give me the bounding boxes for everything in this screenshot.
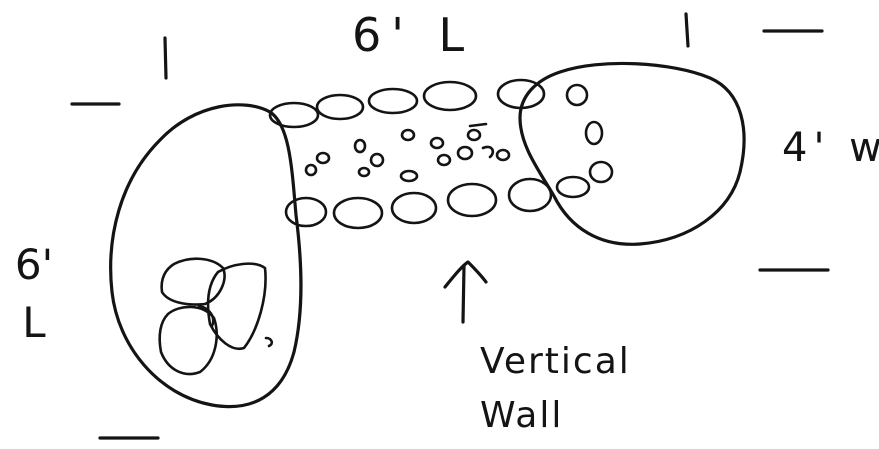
pebble <box>456 145 474 161</box>
pebble-mark <box>264 336 274 348</box>
stone <box>390 191 438 225</box>
pebble <box>353 138 367 154</box>
right-width-label: 4' w <box>782 125 879 171</box>
stone <box>268 101 320 129</box>
stone <box>507 177 553 213</box>
rock-outline <box>158 305 218 376</box>
right-shape-outline <box>518 61 746 246</box>
arrow-shaft <box>461 264 466 324</box>
stone <box>565 83 589 107</box>
rock-outline <box>197 304 215 328</box>
left-shape-outline <box>109 103 303 409</box>
pebble <box>400 128 416 142</box>
pebble <box>466 128 482 142</box>
up-arrow <box>443 260 488 324</box>
stone <box>588 160 614 184</box>
pebble <box>495 148 511 162</box>
stone <box>367 87 419 115</box>
tick-top-left <box>163 36 168 80</box>
tick-top-right <box>684 12 690 48</box>
pebble-mark <box>468 122 488 128</box>
rock-outline <box>206 262 267 351</box>
stone <box>496 78 546 110</box>
pebble-mark <box>481 145 495 159</box>
pebble <box>304 163 318 177</box>
top-length-label: 6' L <box>352 8 475 62</box>
pebble <box>584 120 604 146</box>
vertical-wall-note: Vertical Wall <box>480 341 631 436</box>
pebble <box>399 169 419 183</box>
dimension-marks <box>70 12 830 440</box>
stone <box>332 196 384 230</box>
arrow-head <box>443 260 488 289</box>
stone <box>284 196 328 228</box>
left-length-label: 6' L <box>14 240 54 347</box>
rock-outline <box>160 257 226 306</box>
pebble <box>315 151 331 165</box>
pebble <box>357 166 371 178</box>
left-rock-cluster <box>158 257 274 376</box>
stone <box>315 93 365 121</box>
stone <box>422 80 478 112</box>
stone <box>555 175 591 199</box>
pebble <box>369 152 385 168</box>
pebble <box>429 136 445 150</box>
pebble <box>436 153 452 167</box>
stone <box>446 182 498 218</box>
channel-rocks <box>268 78 614 230</box>
